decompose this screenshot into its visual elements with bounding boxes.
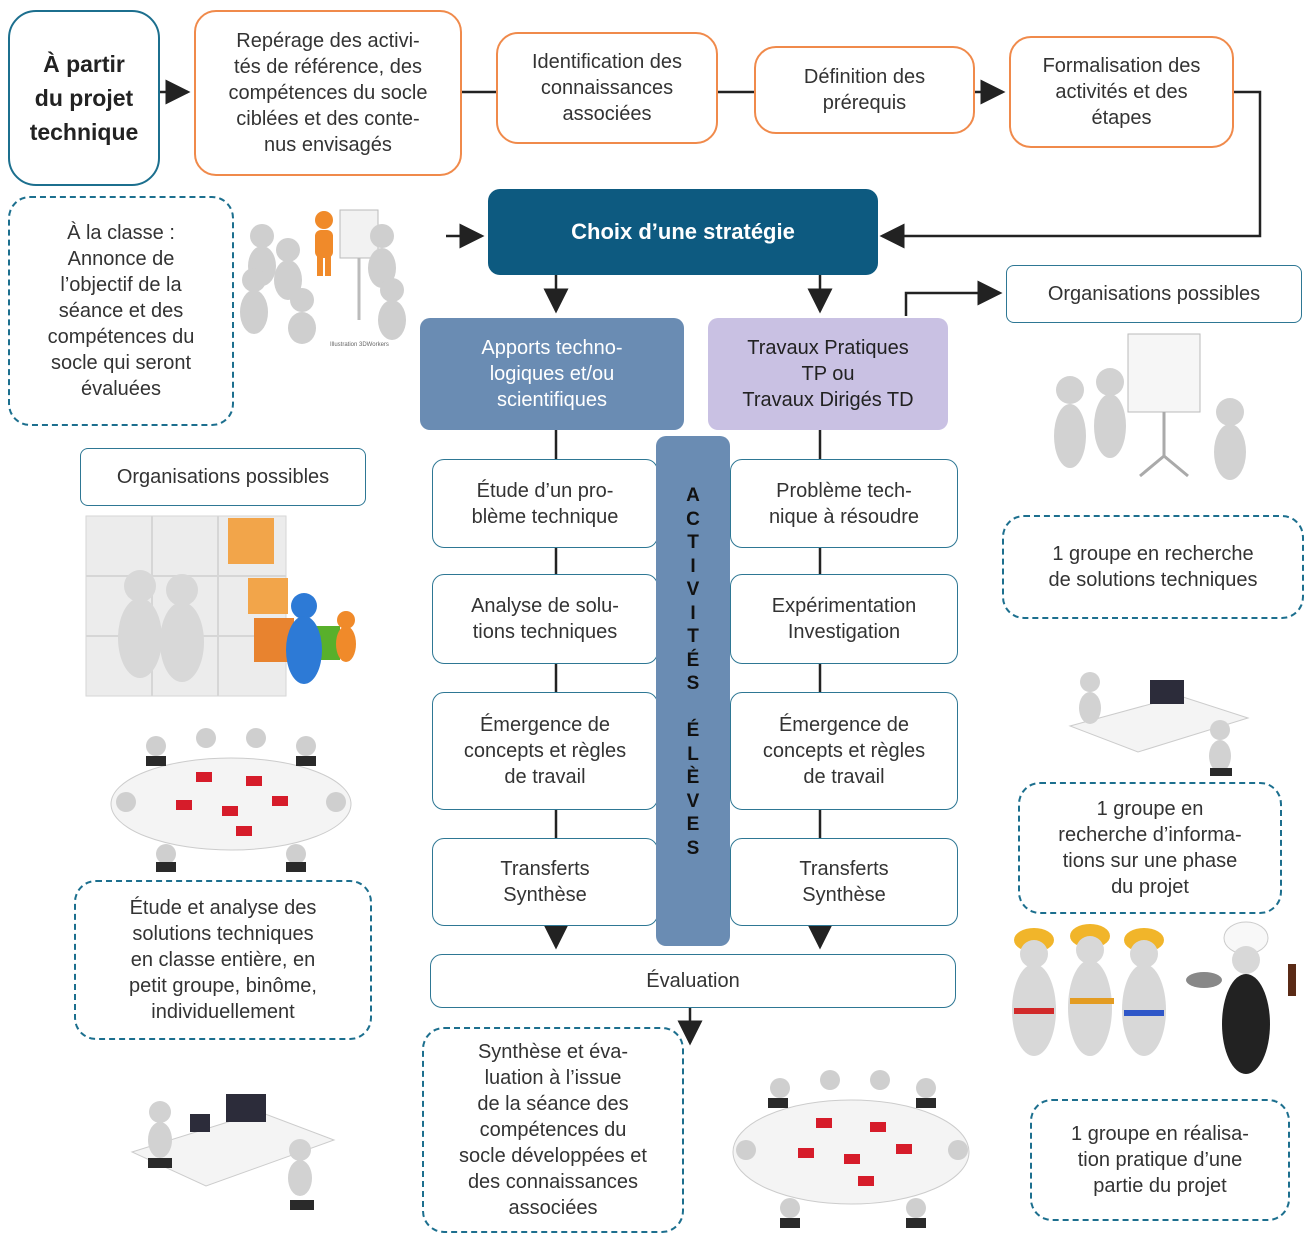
left-step-2: Analyse de solu- tions techniques [432, 574, 658, 664]
bar-letter: I [690, 555, 696, 577]
org-left-label: Organisations possibles [80, 448, 366, 506]
whiteboard-illustration [1054, 333, 1246, 480]
bar-letter: T [687, 626, 699, 647]
synthese-box: Synthèse et éva- luation à l’issue de la… [422, 1027, 684, 1233]
groupe-realisation-pratique: 1 groupe en réalisa- tion pratique d’une… [1030, 1099, 1290, 1221]
right-step-3: Émergence de concepts et règles de trava… [730, 692, 958, 810]
bar-letter: E [686, 814, 700, 835]
bar-letter: S [686, 837, 700, 859]
definition-box: Définition des prérequis [754, 46, 975, 134]
bar-letter: I [690, 602, 696, 624]
bar-letter: T [687, 532, 699, 553]
bar-letter: É [686, 649, 700, 671]
reperage-box: Repérage des activi- tés de référence, d… [194, 10, 462, 176]
meeting-table-illustration [732, 1070, 970, 1228]
start-box: À partir du projet technique [8, 10, 160, 186]
illustration-caption: Illustration 3DWorkers [330, 342, 389, 348]
bar-letter: V [686, 790, 700, 812]
bar-letter: C [686, 508, 700, 530]
formalisation-box: Formalisation des activités et des étape… [1009, 36, 1234, 148]
groupe-recherche-informations: 1 groupe en recherche d’informa- tions s… [1018, 782, 1282, 914]
etude-box: Étude et analyse des solutions technique… [74, 880, 372, 1040]
activites-eleves-bar: A C T I V I T É S É L È V E S [656, 436, 730, 946]
laptop-desk-illustration [1068, 672, 1250, 776]
classe-box: À la classe : Annonce de l’objectif de l… [8, 196, 234, 426]
tp-box: Travaux Pratiques TP ou Travaux Dirigés … [708, 318, 948, 430]
bar-letter: È [686, 767, 700, 788]
bar-letter [656, 696, 730, 720]
strategy-box: Choix d’une stratégie [488, 189, 878, 275]
right-step-4: Transferts Synthèse [730, 838, 958, 926]
org-right-label: Organisations possibles [1006, 265, 1302, 323]
bar-letter: L [687, 743, 699, 765]
bar-letter: A [686, 485, 700, 506]
meeting-table-illustration [110, 728, 352, 872]
workers-helmets-illustration [1012, 924, 1166, 1056]
puzzle-team-illustration [85, 515, 356, 697]
laptop-desk-illustration [130, 1094, 336, 1210]
left-step-3: Émergence de concepts et règles de trava… [432, 692, 658, 810]
teacher-presentation-illustration: Illustration 3DWorkers [240, 209, 406, 348]
evaluation-box: Évaluation [430, 954, 956, 1008]
apports-box: Apports techno- logiques et/ou scientifi… [420, 318, 684, 430]
identification-box: Identification des connaissances associé… [496, 32, 718, 144]
bar-letter: V [686, 579, 700, 600]
left-step-1: Étude d’un pro- blème technique [432, 459, 658, 548]
bar-letter: É [686, 720, 700, 741]
right-step-1: Problème tech- nique à résoudre [730, 459, 958, 548]
chef-illustration [1186, 921, 1296, 1074]
groupe-recherche-solutions: 1 groupe en recherche de solutions techn… [1002, 515, 1304, 619]
bar-letter: S [686, 673, 700, 694]
right-step-2: Expérimentation Investigation [730, 574, 958, 664]
left-step-4: Transferts Synthèse [432, 838, 658, 926]
